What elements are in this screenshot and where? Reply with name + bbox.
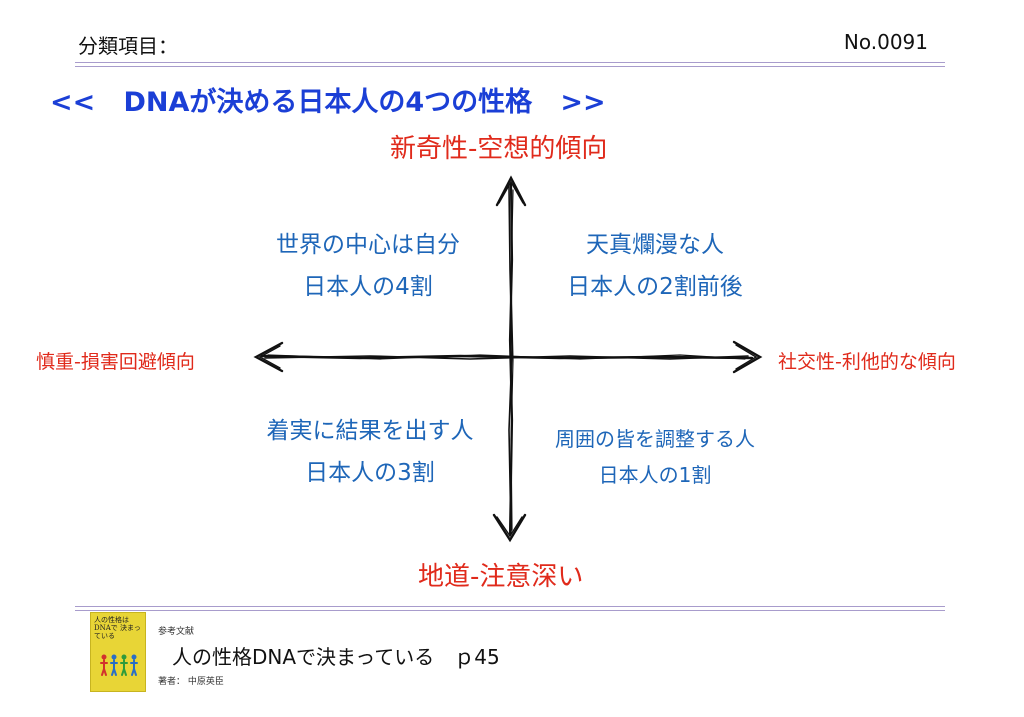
arrow-left-icon (253, 341, 284, 373)
axis-top-label: 新奇性-空想的傾向 (390, 134, 608, 164)
quadrant-top-right: 天真爛漫な人 日本人の2割前後 (535, 224, 775, 308)
diagram-title: << DNAが決める日本人の4つの性格 >> (50, 87, 606, 118)
people-figures-icon (100, 654, 138, 676)
quadrant-share: 日本人の2割前後 (567, 274, 743, 300)
reference-author: 著者： 中原英臣 (158, 677, 224, 687)
quadrant-top-left: 世界の中心は自分 日本人の4割 (248, 224, 488, 308)
book-cover-title: 人の性格は DNAで 決まっている (94, 616, 141, 640)
category-label: 分類項目： (78, 34, 178, 58)
quadrant-bottom-left: 着実に結果を出す人 日本人の3割 (240, 410, 500, 494)
axis-bottom-label: 地道-注意深い (418, 562, 584, 592)
quadrant-share: 日本人の1割 (598, 463, 712, 487)
footer-divider (75, 606, 945, 611)
document-number: No.0091 (843, 30, 928, 54)
quadrant-name: 周囲の皆を調整する人 (555, 427, 755, 451)
quadrant-share: 日本人の4割 (303, 274, 433, 300)
arrow-right-icon (732, 340, 763, 374)
quadrant-name: 着実に結果を出す人 (266, 418, 474, 444)
arrow-down-icon (492, 513, 527, 543)
book-cover-thumbnail: 人の性格は DNAで 決まっている (90, 612, 146, 692)
reference-label: 参考文献 (158, 627, 195, 637)
reference-book-title: 人の性格DNAで決まっている ｐ45 (172, 645, 500, 669)
quadrant-name: 天真爛漫な人 (586, 232, 724, 258)
quadrant-share: 日本人の3割 (305, 460, 435, 486)
axis-left-label: 慎重-損害回避傾向 (36, 351, 195, 373)
header-divider (75, 62, 945, 67)
quadrant-bottom-right: 周囲の皆を調整する人 日本人の1割 (530, 421, 780, 493)
quadrant-name: 世界の中心は自分 (276, 232, 460, 258)
axis-right-label: 社交性-利他的な傾向 (778, 351, 956, 373)
arrow-up-icon (495, 175, 527, 207)
